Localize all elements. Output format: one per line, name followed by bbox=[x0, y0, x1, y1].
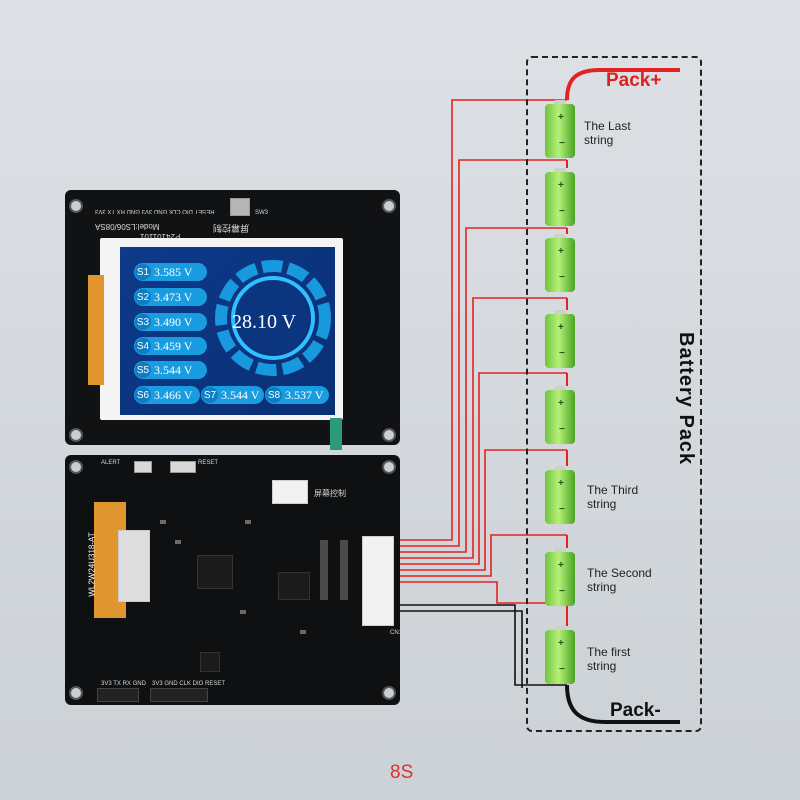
battery-cell: +− bbox=[545, 626, 575, 684]
cell-voltage: 3.459 V bbox=[154, 338, 193, 353]
smd-part bbox=[175, 540, 181, 544]
mount-hole bbox=[69, 199, 83, 213]
display-ribbon bbox=[330, 418, 342, 450]
smd-resistor-array bbox=[340, 540, 348, 600]
cell-num: S3 bbox=[135, 314, 151, 330]
smd-part bbox=[300, 630, 306, 634]
battery-cell: +− bbox=[545, 168, 575, 226]
alert-button[interactable] bbox=[134, 461, 152, 473]
mount-hole bbox=[69, 686, 83, 700]
regulator-chip bbox=[200, 652, 220, 672]
pack-plus-label: Pack+ bbox=[606, 70, 662, 91]
mcu-chip bbox=[197, 555, 233, 589]
screen-ctrl-label: 屏幕控制 bbox=[314, 489, 346, 498]
screen-connector bbox=[272, 480, 308, 504]
cell-voltage: 3.544 V bbox=[221, 387, 260, 402]
label-last-string: The Last string bbox=[584, 119, 631, 147]
sense-wire-4 bbox=[395, 297, 567, 559]
cell-num: S2 bbox=[135, 289, 151, 305]
cn1-label: CN1 bbox=[390, 630, 403, 636]
cell-voltage: 3.473 V bbox=[154, 289, 193, 304]
mount-hole bbox=[69, 428, 83, 442]
smd-part bbox=[245, 520, 251, 524]
uart-header bbox=[97, 688, 139, 702]
sense-wire-8 bbox=[395, 581, 567, 604]
reset-label: RESET bbox=[198, 460, 219, 466]
battery-cell: +− bbox=[545, 100, 575, 158]
screen-ctrl-silk: 屏幕控制 bbox=[213, 223, 250, 233]
series-config-label: 8S bbox=[390, 762, 414, 783]
flex-socket bbox=[118, 530, 150, 602]
sense-wire-5 bbox=[395, 372, 567, 565]
total-voltage: 28.10 V bbox=[232, 311, 297, 333]
model-line-1: Model:LS06/08SA bbox=[95, 222, 160, 231]
voltage-gauge bbox=[215, 260, 331, 376]
cell-num: S8 bbox=[266, 387, 282, 403]
smd-resistor-array bbox=[320, 540, 328, 600]
battery-pack-title: Battery Pack bbox=[675, 332, 697, 466]
label-second-string: The Second string bbox=[587, 566, 652, 594]
flex-label: WL2W24U318-AT bbox=[87, 532, 97, 597]
uart-silk: 3V3 TX RX GND bbox=[101, 681, 146, 687]
cell-num: S5 bbox=[135, 362, 151, 378]
cell-voltage: 3.585 V bbox=[154, 264, 193, 279]
smd-part bbox=[240, 610, 246, 614]
pack-minus-label: Pack- bbox=[610, 700, 661, 721]
debug-silk: 3V3 GND CLK DIO RESET bbox=[152, 681, 226, 687]
cell-num: S7 bbox=[202, 387, 218, 403]
cell-voltage: 3.537 V bbox=[285, 387, 324, 402]
alert-label: ALERT bbox=[101, 460, 121, 466]
balance-connector bbox=[362, 536, 394, 626]
battery-cell: +− bbox=[545, 234, 575, 292]
sense-wire-1 bbox=[395, 99, 567, 541]
sense-wire-3 bbox=[395, 227, 567, 553]
afe-chip bbox=[278, 572, 310, 600]
debug-header bbox=[150, 688, 208, 702]
cell-num: S6 bbox=[135, 387, 151, 403]
pack-plus-wire bbox=[565, 68, 680, 101]
mount-hole bbox=[382, 460, 396, 474]
mount-hole bbox=[382, 686, 396, 700]
label-third-string: The Third string bbox=[587, 483, 639, 511]
cell-num: S1 bbox=[135, 264, 151, 280]
cell-num: S4 bbox=[135, 338, 151, 354]
bms-reset-button[interactable] bbox=[170, 461, 196, 473]
sense-wires bbox=[395, 99, 567, 604]
battery-cell: +− bbox=[545, 548, 575, 606]
mount-hole bbox=[382, 199, 396, 213]
cell-voltage: 3.466 V bbox=[154, 387, 193, 402]
reset-button[interactable] bbox=[230, 198, 250, 216]
mount-hole bbox=[382, 428, 396, 442]
smd-part bbox=[160, 520, 166, 524]
cell-voltage: 3.544 V bbox=[154, 362, 193, 377]
sense-wire-2 bbox=[395, 159, 567, 547]
cell-voltage: 3.490 V bbox=[154, 314, 193, 329]
label-first-string: The first string bbox=[587, 645, 631, 673]
battery-cell: +− bbox=[545, 310, 575, 368]
ground-wires bbox=[395, 604, 567, 688]
battery-cell: +− bbox=[545, 386, 575, 444]
battery-cell: +− bbox=[545, 466, 575, 524]
battery-pack-outline bbox=[526, 56, 702, 732]
sense-wire-7 bbox=[395, 534, 567, 577]
pack-minus-wire bbox=[565, 684, 680, 724]
lcd-flex-cable bbox=[88, 275, 104, 385]
sw3-label: SW3 bbox=[255, 210, 269, 216]
top-silk-pins: RESET DIO CLK GND 3V3 GND RX TX 3V3 bbox=[95, 208, 215, 214]
mount-hole bbox=[69, 460, 83, 474]
